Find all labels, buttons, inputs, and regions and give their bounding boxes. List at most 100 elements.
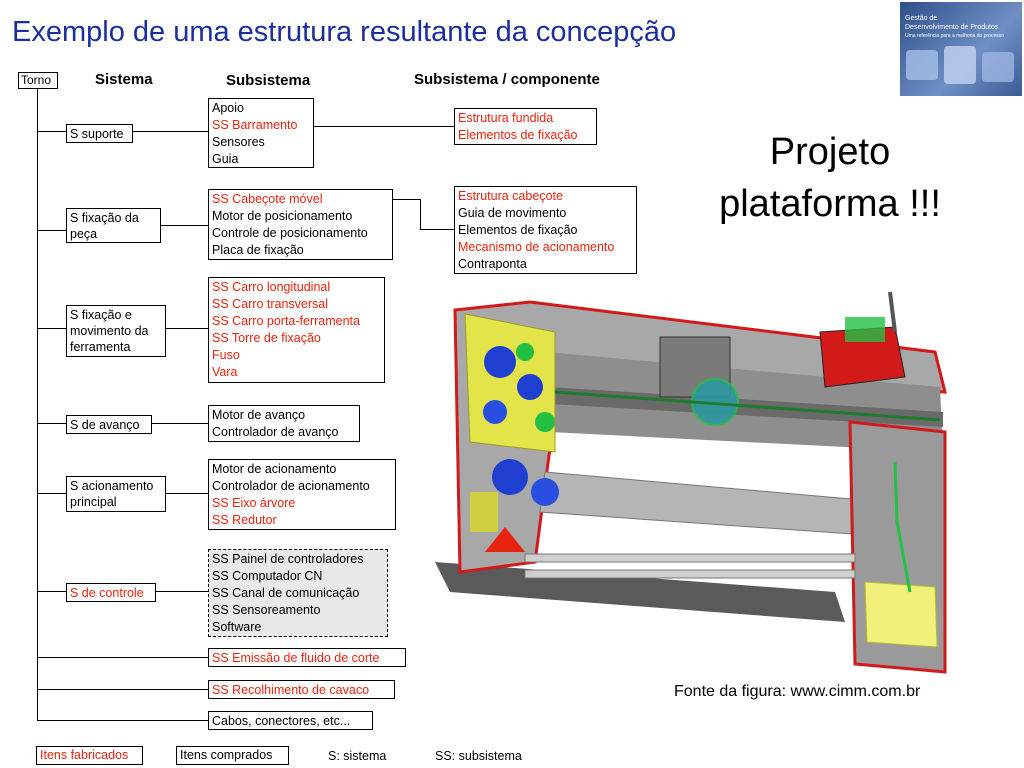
subsystem-fixacao-ferramenta[interactable]: SS Carro longitudinal SS Carro transversa… (208, 277, 385, 383)
list-item: Controlador de acionamento (212, 479, 370, 493)
list-item: SS Painel de controladores (212, 552, 364, 566)
foot-rail (524, 569, 856, 579)
warning-triangle-icon (485, 527, 525, 552)
list-item: SS Carro porta-ferramenta (212, 314, 360, 328)
legend-label: Itens comprados (180, 748, 273, 762)
system-label: S acionamento principal (70, 479, 154, 509)
coolant-pipe (893, 461, 912, 593)
system-acionamento[interactable]: S acionamento principal (66, 476, 166, 512)
list-item: Vara (212, 365, 238, 379)
legend-subsistema: SS: subsistema (435, 749, 522, 763)
gear-icon (483, 400, 507, 424)
list-item: Estrutura fundida (458, 111, 554, 125)
foot-rail (524, 553, 856, 563)
system-label: S de controle (70, 586, 144, 600)
system-fixacao-ferramenta[interactable]: S fixação e movimento da ferramenta (66, 305, 166, 357)
gear-icon (535, 412, 555, 432)
list-item: Elementos de fixação (458, 128, 578, 142)
list-item: Controle de posicionamento (212, 226, 368, 240)
system-avanco[interactable]: S de avanço (66, 415, 152, 434)
system-label: S de avanço (70, 418, 140, 432)
list-item: SS Carro transversal (212, 297, 329, 311)
subsystem-item: SS Emissão de fluido de corte (212, 651, 380, 665)
system-suporte[interactable]: S suporte (66, 124, 133, 143)
list-item: Contraponta (458, 257, 527, 271)
header-sistema: Sistema (95, 71, 153, 88)
legend-label: Itens fabricados (40, 748, 129, 762)
branch-line (37, 423, 66, 424)
system-fixacao-peca[interactable]: S fixação da peça (66, 208, 161, 243)
list-item: SS Canal de comunicação (212, 586, 360, 600)
subsystem-item: SS Recolhimento de cavaco (212, 683, 370, 697)
subsystem-cabos[interactable]: Cabos, conectores, etc... (208, 711, 373, 730)
gear-icon (516, 343, 534, 361)
connector-line (370, 199, 420, 200)
branch-line (37, 493, 66, 494)
feed-rod (554, 390, 941, 422)
list-item: Motor de avanço (212, 408, 306, 422)
connector-line (420, 199, 421, 230)
list-item: Estrutura cabeçote (458, 189, 563, 203)
subsystem-fluido[interactable]: SS Emissão de fluido de corte (208, 648, 406, 667)
list-item: SS Sensoreamento (212, 603, 321, 617)
tailstock-lever (888, 292, 897, 333)
tailstock-handle (845, 317, 885, 342)
list-item: Software (212, 620, 262, 634)
list-item: Guia de movimento (458, 206, 567, 220)
list-item: Sensores (212, 135, 265, 149)
branch-line (37, 230, 66, 231)
list-item: Apoio (212, 101, 244, 115)
connector-line (155, 591, 208, 592)
list-item: Mecanismo de acionamento (458, 240, 615, 254)
subsystem-item: Cabos, conectores, etc... (212, 714, 351, 728)
connector-line (160, 225, 208, 226)
branch-line (37, 328, 66, 329)
list-item: SS Eixo árvore (212, 496, 296, 510)
list-item: Fuso (212, 348, 240, 362)
list-item: SS Carro longitudinal (212, 280, 331, 294)
list-item: Motor de acionamento (212, 462, 337, 476)
list-item: Guia (212, 152, 239, 166)
lathe-illustration (435, 292, 947, 674)
connector-line (165, 493, 208, 494)
branch-line (37, 657, 208, 658)
connector-line (132, 131, 208, 132)
root-node: Torno (18, 72, 58, 89)
legend-sistema: S: sistema (328, 749, 387, 763)
projeto-plataforma: Projeto plataforma !!! (690, 126, 970, 230)
list-item: SS Barramento (212, 118, 298, 132)
list-item: Elementos de fixação (458, 223, 578, 237)
gear-icon (492, 459, 528, 495)
connector-line (165, 328, 208, 329)
branch-line (37, 131, 66, 132)
list-item: SS Cabeçote móvel (212, 192, 323, 206)
motor (470, 492, 498, 532)
projeto-line1: Projeto (769, 131, 891, 173)
branch-line (37, 591, 66, 592)
subsystem-cavaco[interactable]: SS Recolhimento de cavaco (208, 680, 395, 699)
logo-line3: Uma referência para a melhoria do proces… (905, 33, 1004, 39)
system-controle[interactable]: S de controle (66, 583, 156, 602)
logo-line1: Gestão de (905, 15, 938, 22)
coolant-tank (864, 581, 938, 648)
list-item: SS Computador CN (212, 569, 323, 583)
logo-line2: Desenvolvimento de Produtos (905, 24, 999, 31)
system-label: S fixação e movimento da ferramenta (70, 308, 149, 354)
branch-line (37, 720, 208, 721)
system-label: S suporte (70, 127, 124, 141)
subsystem-controle[interactable]: SS Painel de controladores SS Computador … (208, 549, 388, 637)
page-title: Exemplo de uma estrutura resultante da c… (12, 16, 677, 48)
list-item: SS Torre de fixação (212, 331, 321, 345)
carriage-glow (693, 380, 737, 424)
connector-line (313, 126, 454, 127)
projeto-line2: plataforma !!! (719, 183, 941, 225)
list-item: Motor de posicionamento (212, 209, 353, 223)
gear-icon (531, 478, 559, 506)
legend-comprados: Itens comprados (176, 746, 289, 765)
